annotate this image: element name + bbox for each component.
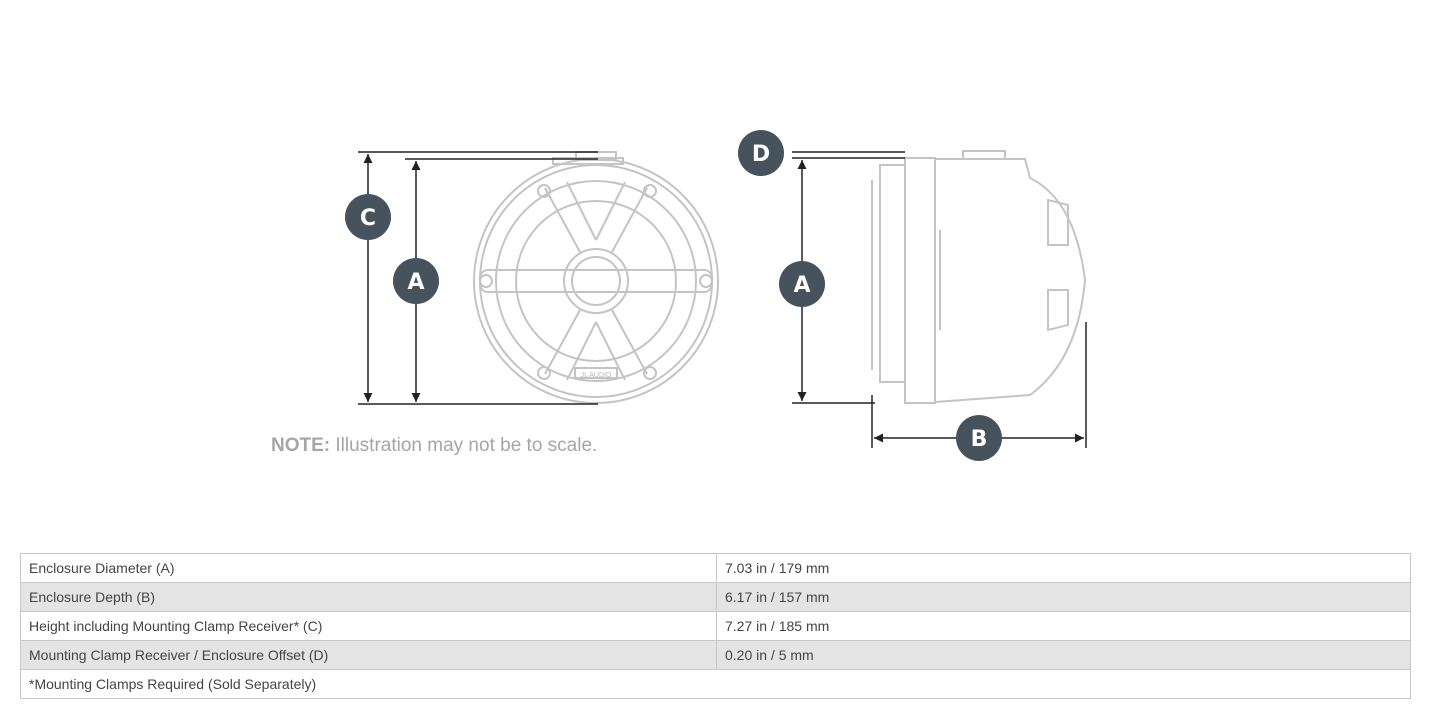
table-row: Height including Mounting Clamp Receiver…: [20, 611, 1411, 641]
note-prefix: NOTE:: [271, 435, 331, 456]
spec-value: 7.03 in / 179 mm: [716, 553, 1411, 583]
footnote: *Mounting Clamps Required (Sold Separate…: [20, 669, 1411, 699]
front-dimension-lines: [358, 151, 598, 405]
svg-text:B: B: [971, 427, 988, 452]
svg-text:C: C: [360, 206, 376, 231]
badge-a-front: A: [393, 258, 439, 304]
badge-c: C: [345, 194, 391, 240]
badge-d: D: [738, 130, 784, 176]
spec-value: 6.17 in / 157 mm: [716, 582, 1411, 612]
svg-text:A: A: [793, 273, 810, 298]
spec-label: Mounting Clamp Receiver / Enclosure Offs…: [20, 640, 717, 670]
brand-mark: JL AUDIO: [581, 372, 612, 379]
table-row: Enclosure Depth (B)6.17 in / 157 mm: [20, 582, 1411, 612]
table-row: Enclosure Diameter (A)7.03 in / 179 mm: [20, 553, 1411, 583]
spec-value: 0.20 in / 5 mm: [716, 640, 1411, 670]
front-view-speaker: [473, 151, 719, 404]
specs-table: Enclosure Diameter (A)7.03 in / 179 mm E…: [20, 553, 1411, 699]
badge-a-side: A: [779, 261, 825, 307]
svg-text:A: A: [407, 270, 424, 295]
dimension-diagram: JL AUDIO C A D A B: [345, 130, 1087, 461]
scale-note: NOTE: Illustration may not be to scale.: [271, 435, 597, 457]
note-text: Illustration may not be to scale.: [330, 435, 598, 456]
table-row: Mounting Clamp Receiver / Enclosure Offs…: [20, 640, 1411, 670]
badge-b: B: [956, 415, 1002, 461]
spec-label: Enclosure Diameter (A): [20, 553, 717, 583]
svg-text:D: D: [752, 142, 770, 167]
table-footnote-row: *Mounting Clamps Required (Sold Separate…: [20, 669, 1411, 699]
spec-label: Enclosure Depth (B): [20, 582, 717, 612]
side-view-speaker: [871, 150, 1087, 404]
spec-label: Height including Mounting Clamp Receiver…: [20, 611, 717, 641]
spec-value: 7.27 in / 185 mm: [716, 611, 1411, 641]
